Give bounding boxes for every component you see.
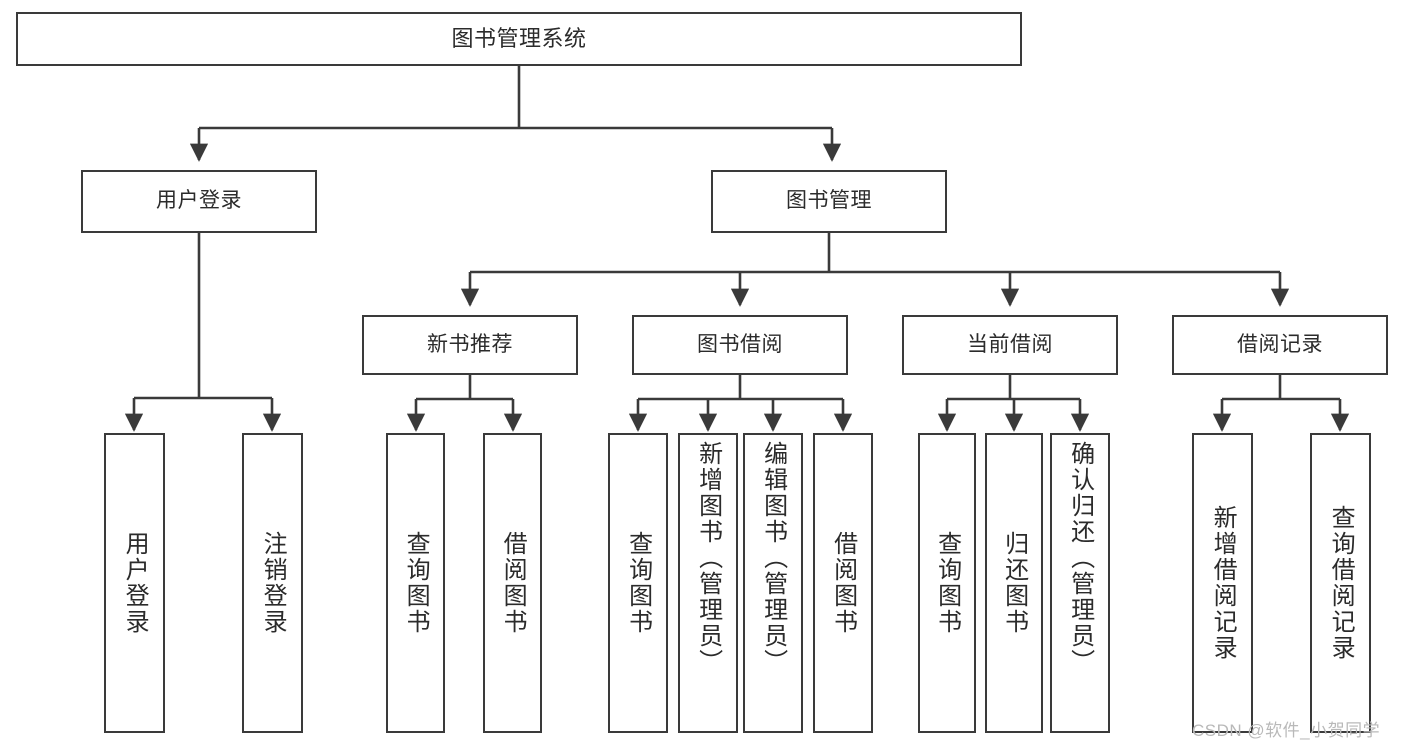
node-label: 查询图书	[402, 531, 430, 635]
leaf-edit-book[interactable]: 编辑图书（管理员）	[743, 433, 803, 733]
node-label: 当前借阅	[967, 332, 1053, 356]
leaf-confirm-return[interactable]: 确认归还（管理员）	[1050, 433, 1110, 733]
node-label: 图书管理系统	[451, 26, 587, 52]
node-label: 新增借阅记录	[1209, 505, 1237, 661]
leaf-add-book[interactable]: 新增图书（管理员）	[678, 433, 738, 733]
leaf-logout-login[interactable]: 注销登录	[242, 433, 303, 733]
node-new-book-recommend[interactable]: 新书推荐	[362, 315, 578, 375]
node-label: 注销登录	[259, 531, 287, 635]
csdn-watermark: CSDN @软件_小贺同学	[1192, 721, 1381, 740]
leaf-borrow-book-2[interactable]: 借阅图书	[813, 433, 873, 733]
node-label: 借阅图书	[499, 531, 527, 635]
node-label: 查询图书	[624, 531, 652, 635]
node-label: 归还图书	[1000, 531, 1028, 635]
node-book-borrow[interactable]: 图书借阅	[632, 315, 848, 375]
node-label: 编辑图书（管理员）	[759, 441, 787, 675]
node-label: 查询图书	[933, 531, 961, 635]
node-label: 查询借阅记录	[1327, 505, 1355, 661]
node-label: 确认归还（管理员）	[1066, 441, 1094, 675]
node-label: 用户登录	[121, 531, 149, 635]
leaf-return-book[interactable]: 归还图书	[985, 433, 1043, 733]
leaf-query-book-3[interactable]: 查询图书	[918, 433, 976, 733]
node-borrow-record[interactable]: 借阅记录	[1172, 315, 1388, 375]
node-label: 图书管理	[786, 189, 872, 213]
node-label: 新增图书（管理员）	[694, 441, 722, 675]
node-label: 借阅图书	[829, 531, 857, 635]
leaf-add-record[interactable]: 新增借阅记录	[1192, 433, 1253, 733]
node-label: 用户登录	[156, 189, 242, 213]
leaf-borrow-book-1[interactable]: 借阅图书	[483, 433, 542, 733]
node-user-login[interactable]: 用户登录	[81, 170, 317, 233]
node-book-management-system[interactable]: 图书管理系统	[16, 12, 1022, 66]
leaf-user-login[interactable]: 用户登录	[104, 433, 165, 733]
node-label: 新书推荐	[427, 332, 513, 356]
leaf-query-book-1[interactable]: 查询图书	[386, 433, 445, 733]
node-current-borrow[interactable]: 当前借阅	[902, 315, 1118, 375]
node-book-management[interactable]: 图书管理	[711, 170, 947, 233]
node-label: 图书借阅	[697, 332, 783, 356]
node-label: 借阅记录	[1237, 332, 1323, 356]
leaf-query-book-2[interactable]: 查询图书	[608, 433, 668, 733]
leaf-query-record[interactable]: 查询借阅记录	[1310, 433, 1371, 733]
